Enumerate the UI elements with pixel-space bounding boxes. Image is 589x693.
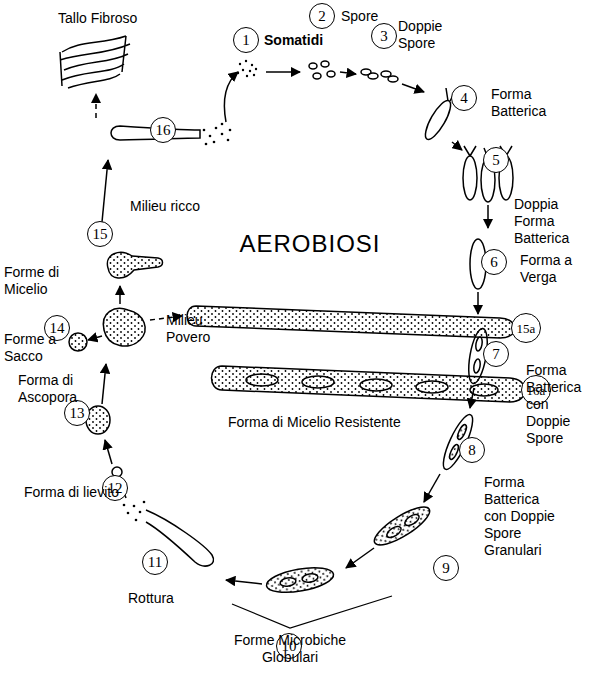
stage-label: Forme Microbiche Globulari <box>230 632 350 666</box>
stage-label: Forma Batterica con Doppie Spore <box>526 362 588 447</box>
callout-circle: 6 <box>481 249 507 275</box>
callout-number: 9 <box>442 561 450 576</box>
callout-circle: 11 <box>142 549 168 575</box>
stage-label: Milieu Povero <box>166 312 236 346</box>
callout-number: 7 <box>492 347 500 362</box>
stage-label: Forma a Verga <box>520 252 586 286</box>
stage-label: Forma Batterica con Doppie Spore Granula… <box>484 474 564 559</box>
stage-label: Somatidi <box>264 32 344 49</box>
callout-circle: 7 <box>483 341 509 367</box>
callout-circle: 15a <box>511 313 541 343</box>
callout-circle: 16 <box>150 117 176 143</box>
stage-label: Doppia Forma Batterica <box>514 196 589 247</box>
callout-circle: 8 <box>459 437 485 463</box>
stage-label: Rottura <box>128 590 208 607</box>
callout-number: 13 <box>70 406 85 421</box>
stage-label: Forme a Sacco <box>4 331 60 365</box>
diagram-title: AEROBIOSI <box>240 230 381 258</box>
callout-circle: 5 <box>483 147 509 173</box>
callout-circle: 2 <box>309 3 335 29</box>
stage-label: Forma Batterica <box>491 86 571 120</box>
stage-label: Forma di lievito <box>24 484 144 501</box>
stage-label: Tallo Fibroso <box>58 10 168 27</box>
callout-circle: 9 <box>433 555 459 581</box>
stage-label: Forma di Micelio Resistente <box>228 414 448 431</box>
callout-number: 15a <box>517 322 536 335</box>
stage-label: Forme di Micelio <box>4 264 86 298</box>
callout-circle: 15 <box>87 221 113 247</box>
callout-number: 11 <box>148 555 162 570</box>
callout-number: 5 <box>492 153 500 168</box>
callout-circle: 4 <box>451 85 477 111</box>
callout-number: 6 <box>490 255 498 270</box>
stage-label: Doppie Spore <box>398 18 458 52</box>
stage-label: Spore <box>341 8 401 25</box>
callout-number: 8 <box>468 443 476 458</box>
callout-number: 16 <box>156 123 171 138</box>
callout-number: 2 <box>318 9 326 24</box>
callout-number: 1 <box>242 33 250 48</box>
stage-label: Forma di Ascopora <box>18 372 88 406</box>
callout-circle: 3 <box>371 23 397 49</box>
callout-circle: 1 <box>233 27 259 53</box>
callout-number: 15 <box>93 227 108 242</box>
stage-label: Milieu ricco <box>130 198 230 215</box>
callout-number: 4 <box>460 91 468 106</box>
callout-number: 3 <box>380 29 388 44</box>
